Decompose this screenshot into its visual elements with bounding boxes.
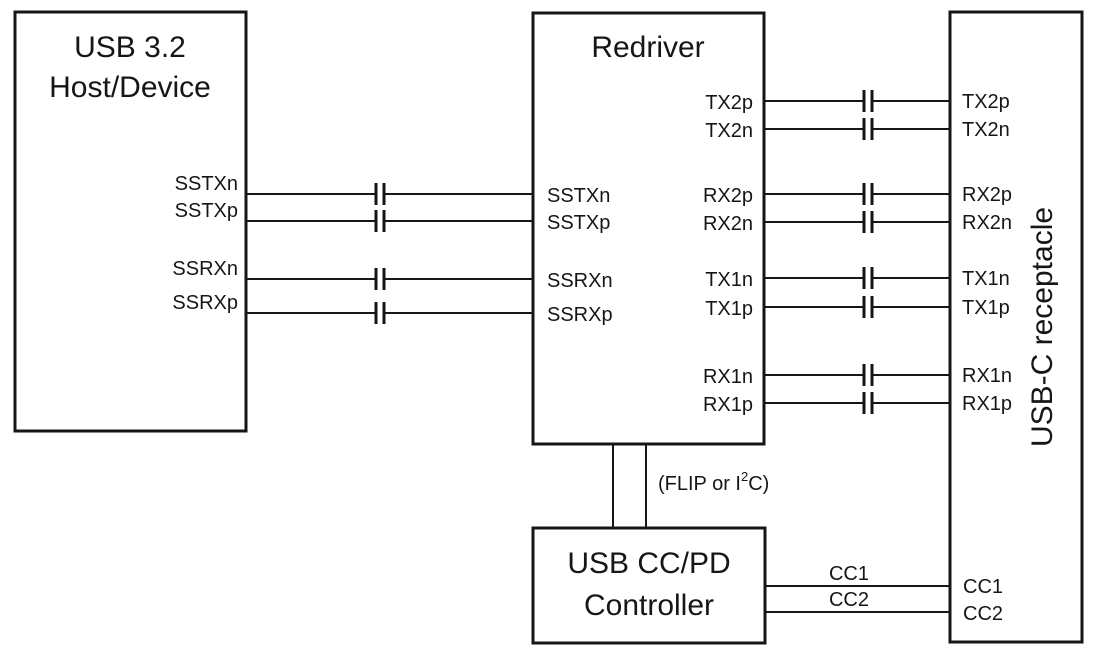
usbc-receptacle-box: [948, 10, 1084, 644]
capacitor-icon: [862, 183, 874, 205]
controller-title-line2: Controller: [584, 589, 714, 622]
host-title-line2: Host/Device: [49, 71, 211, 104]
capacitor-icon: [862, 118, 874, 140]
redriver-label-tx1n: TX1n: [705, 269, 753, 291]
capacitor-icon: [862, 392, 874, 414]
capacitor-icon: [862, 267, 874, 289]
receptacle-label-rx2n: RX2n: [962, 212, 1012, 234]
capacitor-icon: [862, 364, 874, 386]
ssrxp-wire: [246, 302, 533, 324]
receptacle-label-tx2n: TX2n: [962, 119, 1010, 141]
tx1n-wire: [764, 267, 950, 289]
sstxn-wire: [246, 183, 533, 205]
rx1n-wire: [764, 364, 950, 386]
redriver-label-ssrxn: SSRXn: [547, 270, 613, 292]
capacitor-icon: [862, 296, 874, 318]
redriver-label-rx1n: RX1n: [703, 366, 753, 388]
capacitor-icon: [862, 211, 874, 233]
host-box: [13, 10, 248, 433]
capacitor-icon: [374, 268, 386, 290]
capacitor-icon: [374, 210, 386, 232]
flip-i2c-bus-wires: [612, 444, 647, 528]
tx2n-wire: [764, 118, 950, 140]
receptacle-title: USB-C receptacle: [1026, 207, 1059, 447]
capacitor-icon: [374, 183, 386, 205]
receptacle-label-rx2p: RX2p: [962, 184, 1012, 206]
redriver-title: Redriver: [591, 31, 704, 64]
flip-i2c-label-superscript: 2: [741, 469, 748, 484]
receptacle-label-cc1: CC1: [963, 576, 1003, 598]
receptacle-label-tx1n: TX1n: [962, 268, 1010, 290]
sstxp-wire: [246, 210, 533, 232]
rx1p-wire: [764, 392, 950, 414]
tx2p-wire: [764, 90, 950, 112]
capacitor-icon: [862, 90, 874, 112]
flip-i2c-label: (FLIP or I2C): [658, 469, 769, 495]
redriver-label-sstxp: SSTXp: [547, 212, 610, 234]
host-label-ssrxn: SSRXn: [172, 258, 238, 280]
tx1p-wire: [764, 296, 950, 318]
redriver-label-rx2n: RX2n: [703, 213, 753, 235]
receptacle-label-tx1p: TX1p: [962, 297, 1010, 319]
host-label-sstxn: SSTXn: [175, 173, 238, 195]
host-label-sstxp: SSTXp: [175, 200, 238, 222]
receptacle-label-tx2p: TX2p: [962, 91, 1010, 113]
receptacle-label-cc2: CC2: [963, 603, 1003, 625]
cc1-wire-label: CC1: [829, 563, 869, 585]
rx2n-wire: [764, 211, 950, 233]
host-title-line1: USB 3.2: [74, 31, 186, 64]
rx2p-wire: [764, 183, 950, 205]
redriver-box: [531, 11, 766, 446]
redriver-label-tx2p: TX2p: [705, 92, 753, 114]
host-label-ssrxp: SSRXp: [172, 292, 238, 314]
capacitor-icon: [374, 302, 386, 324]
redriver-label-tx2n: TX2n: [705, 120, 753, 142]
cc-pd-controller-box: [531, 526, 767, 645]
redriver-label-sstxn: SSTXn: [547, 185, 610, 207]
redriver-label-tx1p: TX1p: [705, 298, 753, 320]
receptacle-label-rx1p: RX1p: [962, 393, 1012, 415]
redriver-label-ssrxp: SSRXp: [547, 304, 613, 326]
redriver-label-rx1p: RX1p: [703, 394, 753, 416]
receptacle-label-rx1n: RX1n: [962, 365, 1012, 387]
redriver-label-rx2p: RX2p: [703, 185, 753, 207]
flip-i2c-label-suffix: C): [748, 473, 769, 495]
flip-i2c-label-prefix: (FLIP or I: [658, 473, 741, 495]
cc2-wire-label: CC2: [829, 589, 869, 611]
controller-title-line1: USB CC/PD: [567, 547, 730, 580]
ssrxn-wire: [246, 268, 533, 290]
